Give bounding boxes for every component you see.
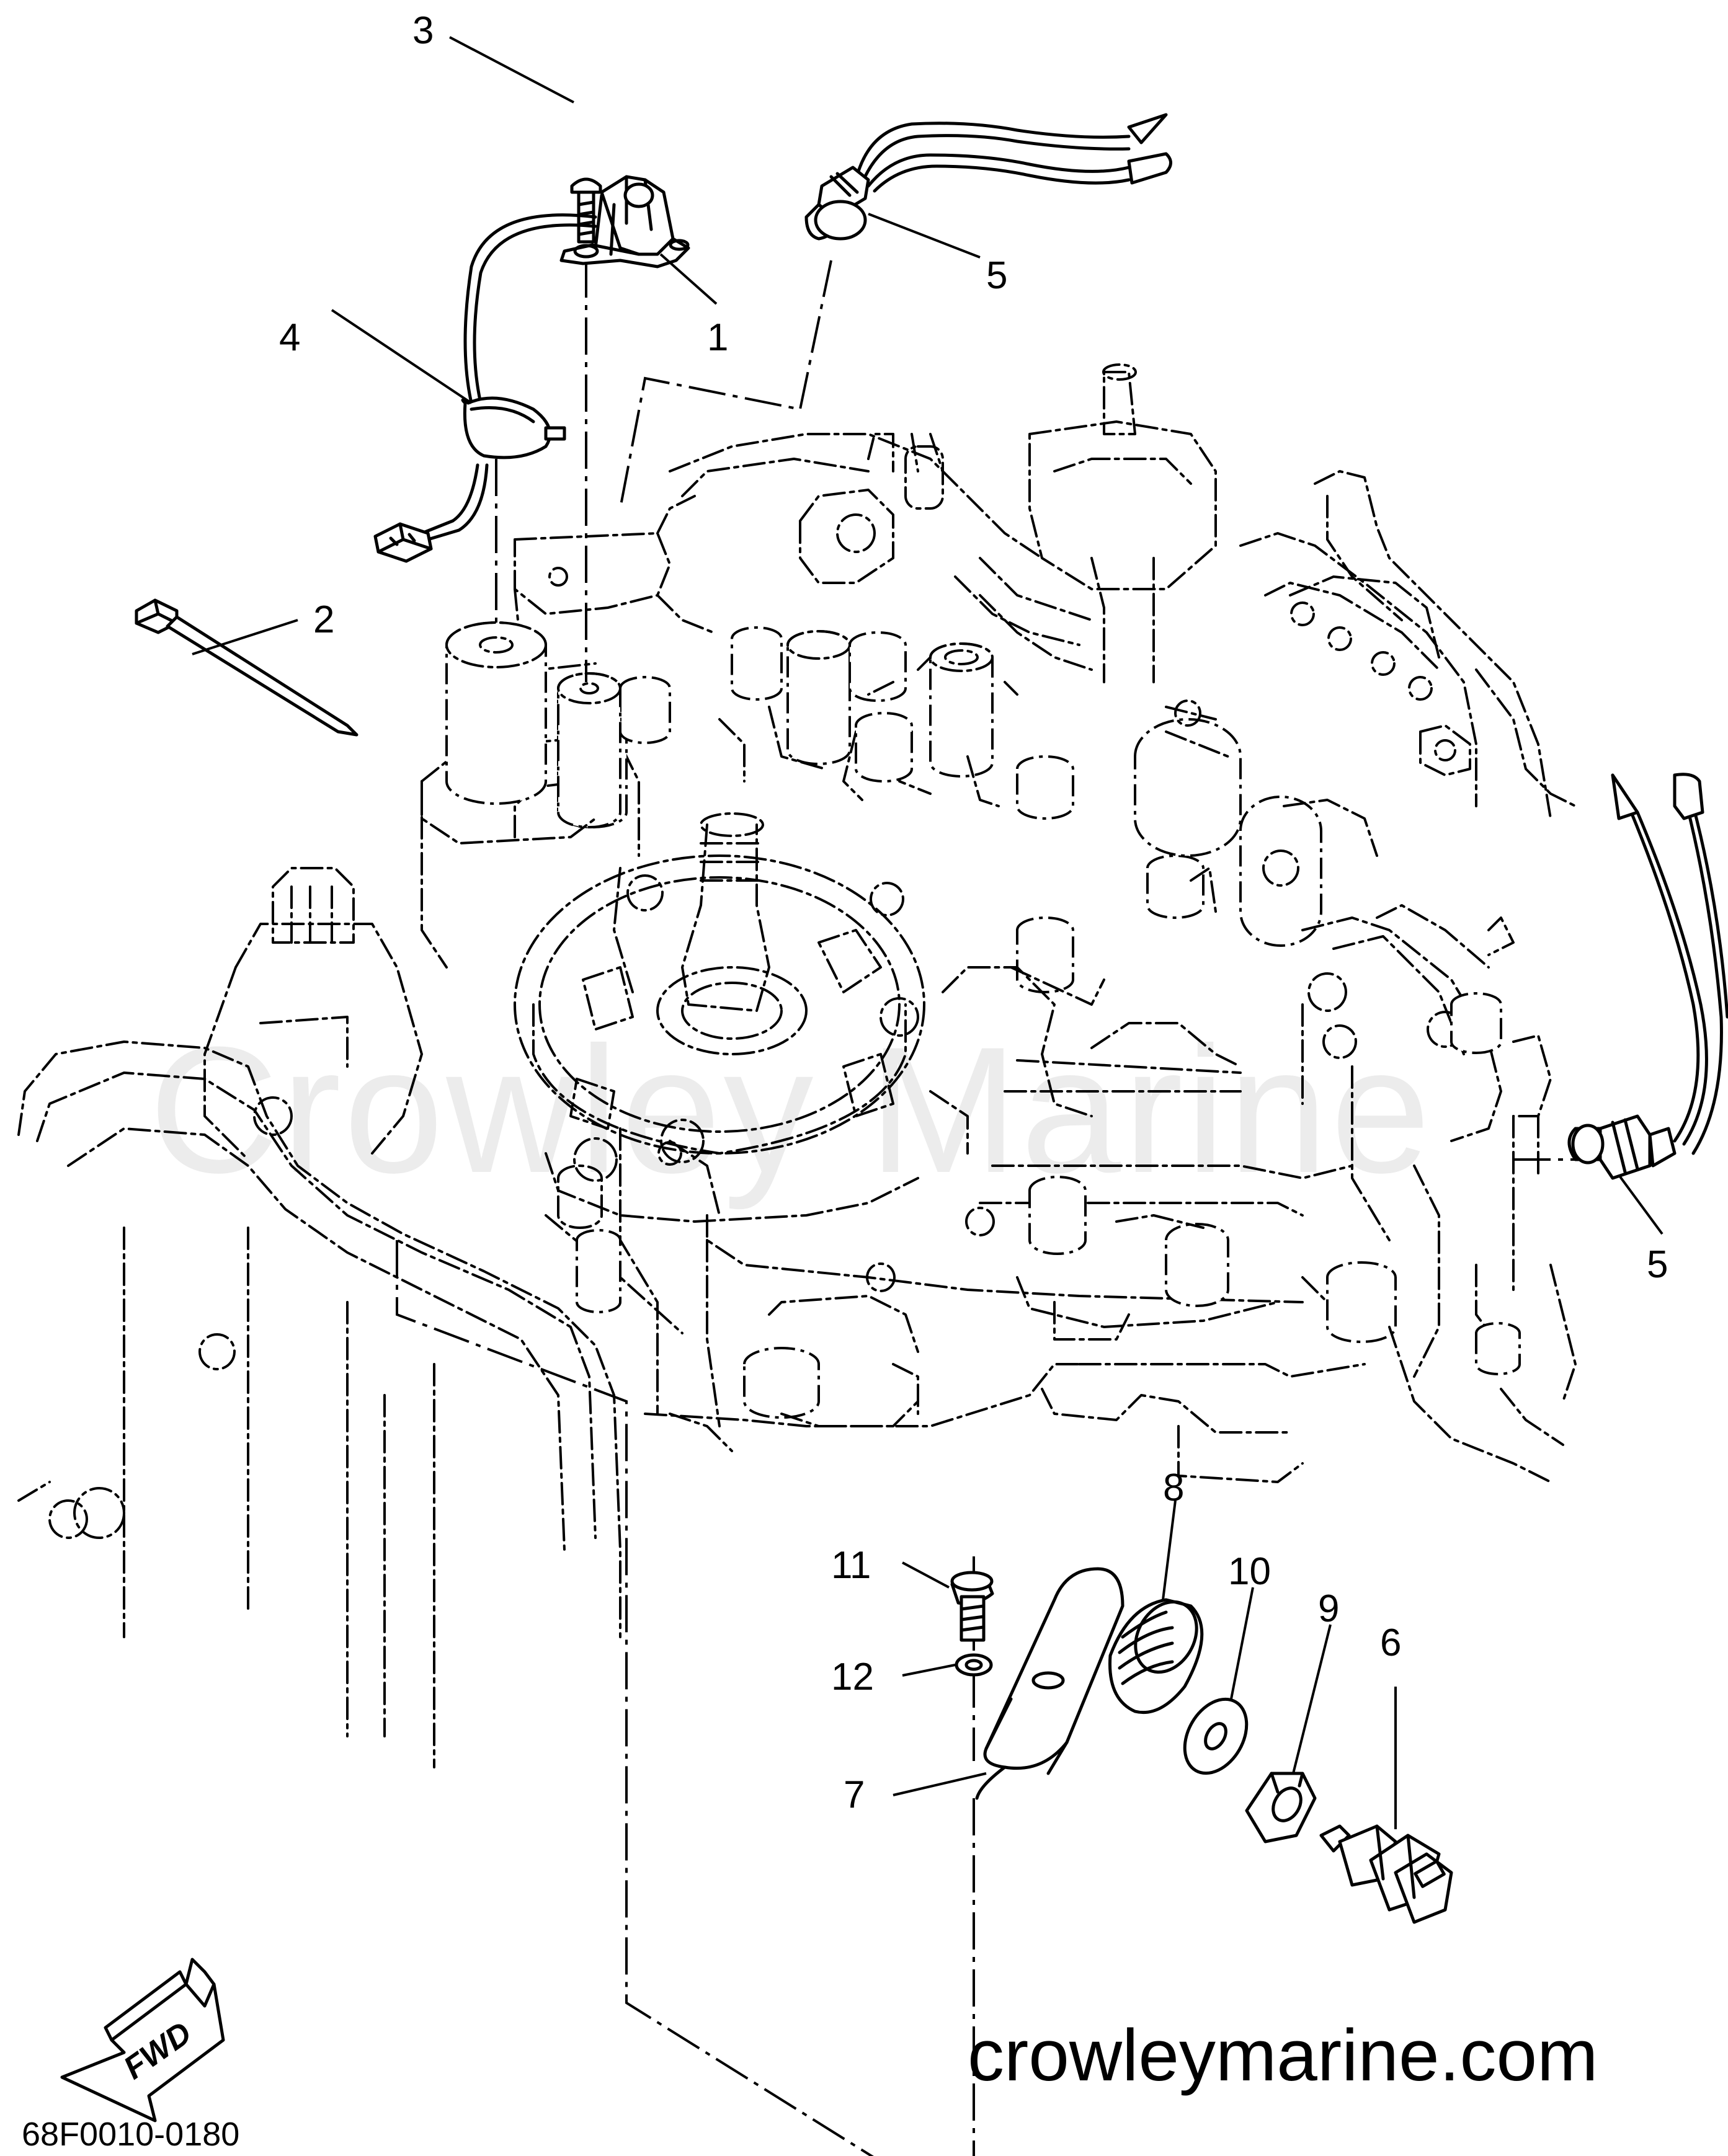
callout-8: 8 bbox=[1163, 1466, 1184, 1509]
diagram-code: 68F0010-0180 bbox=[22, 2116, 239, 2153]
callout-11: 11 bbox=[831, 1544, 871, 1587]
part-9-nut bbox=[1245, 1772, 1317, 1843]
sensor-wire bbox=[420, 213, 597, 541]
callout-12: 12 bbox=[831, 1656, 874, 1698]
part-5-sensor-right bbox=[1567, 773, 1728, 1180]
engine-block-outline bbox=[17, 363, 1577, 1768]
fwd-direction-arrow: FWD bbox=[60, 1958, 225, 2123]
part-1-bracket bbox=[559, 175, 690, 268]
watermark-text: Crowley Marine bbox=[149, 1009, 1433, 1211]
callout-10: 10 bbox=[1228, 1550, 1271, 1593]
part-4-clip bbox=[461, 396, 566, 459]
callout-5-right: 5 bbox=[1647, 1243, 1668, 1286]
callout-9: 9 bbox=[1318, 1587, 1339, 1630]
callout-6: 6 bbox=[1380, 1621, 1401, 1664]
callout-2: 2 bbox=[313, 598, 334, 641]
part-10-washer bbox=[1183, 1697, 1249, 1775]
part-6-sensor bbox=[1319, 1824, 1453, 1924]
callout-1: 1 bbox=[707, 316, 728, 359]
part-7-clamp bbox=[975, 1567, 1125, 1800]
assembly-leader-lines bbox=[396, 260, 1588, 2156]
callout-leaders bbox=[192, 36, 1663, 1829]
part-12-washer bbox=[955, 1653, 993, 1677]
part-5-sensor-top bbox=[804, 113, 1172, 241]
callout-4: 4 bbox=[279, 316, 300, 359]
callout-3: 3 bbox=[412, 9, 434, 52]
callout-7: 7 bbox=[844, 1773, 865, 1816]
clip-connector bbox=[373, 522, 433, 563]
callout-5-top: 5 bbox=[986, 254, 1007, 297]
website-text: crowleymarine.com bbox=[968, 2015, 1598, 2096]
part-8-grommet bbox=[1108, 1598, 1204, 1715]
part-11-bolt bbox=[950, 1571, 994, 1642]
